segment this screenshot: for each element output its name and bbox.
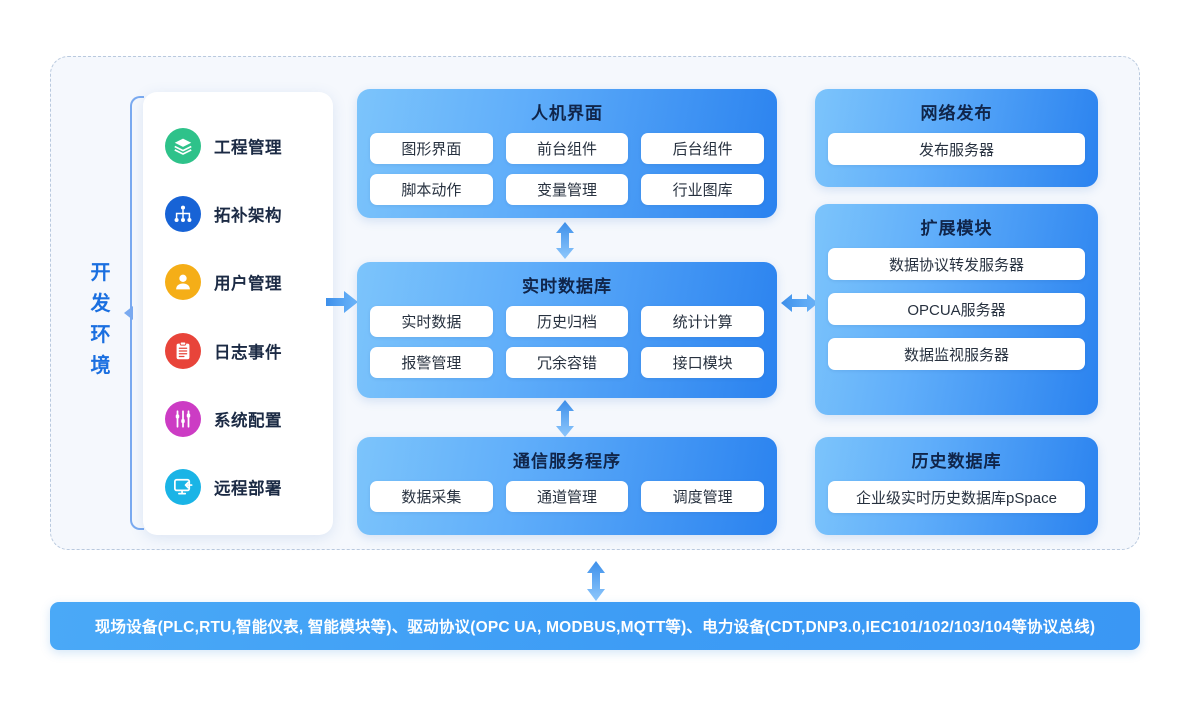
- layers-icon: [165, 128, 201, 165]
- panel-item[interactable]: 实时数据: [370, 306, 493, 337]
- sliders-icon: [165, 400, 201, 437]
- user-icon: [165, 264, 201, 301]
- panel-title: 扩展模块: [920, 219, 993, 238]
- panel-row: 脚本动作 变量管理 行业图库: [370, 174, 765, 205]
- arrow-up-down-icon: [552, 222, 578, 259]
- panel-item[interactable]: 图形界面: [370, 133, 493, 164]
- panel-hmi: 人机界面 图形界面 前台组件 后台组件 脚本动作 变量管理 行业图库: [357, 89, 777, 218]
- arrow-right-icon: [326, 289, 360, 315]
- sidebar-item-topology-architecture[interactable]: 拓补架构: [143, 188, 333, 240]
- panel-item[interactable]: 前台组件: [505, 133, 629, 164]
- sidebar-item-label: 远程部署: [214, 479, 282, 498]
- monitor-arrow-icon: [165, 468, 201, 505]
- panel-communication-service: 通信服务程序 数据采集 通道管理 调度管理: [357, 437, 777, 535]
- panel-item[interactable]: 冗余容错: [505, 347, 629, 378]
- sidebar-item-user-management[interactable]: 用户管理: [143, 256, 333, 308]
- sidebar-item-log-events[interactable]: 日志事件: [143, 325, 333, 377]
- sidebar-item-label: 系统配置: [214, 411, 282, 430]
- panel-row: 报警管理 冗余容错 接口模块: [370, 347, 765, 378]
- panel-title: 网络发布: [920, 104, 993, 123]
- panel-row: 数据监视服务器: [828, 338, 1085, 370]
- panel-item[interactable]: 历史归档: [505, 306, 629, 337]
- panel-row: OPCUA服务器: [828, 293, 1085, 325]
- clipboard-icon: [165, 332, 201, 369]
- panel-item[interactable]: 接口模块: [641, 347, 765, 378]
- panel-title: 历史数据库: [911, 452, 1002, 471]
- arrow-up-down-icon: [583, 561, 609, 601]
- panel-item[interactable]: 通道管理: [505, 481, 629, 512]
- panel-web-publish: 网络发布 发布服务器: [815, 89, 1098, 187]
- panel-item[interactable]: 行业图库: [641, 174, 765, 205]
- arrow-left-right-icon: [781, 290, 818, 316]
- sidebar-item-label: 拓补架构: [214, 207, 282, 226]
- dev-environment-bracket-tip-icon: [124, 306, 133, 320]
- sidebar-item-project-management[interactable]: 工程管理: [143, 120, 333, 172]
- panel-item[interactable]: 后台组件: [641, 133, 765, 164]
- panel-row: 实时数据 历史归档 统计计算: [370, 306, 765, 337]
- panel-item[interactable]: 企业级实时历史数据库pSpace: [828, 481, 1085, 513]
- panel-title: 人机界面: [531, 104, 603, 123]
- panel-realtime-database: 实时数据库 实时数据 历史归档 统计计算 报警管理 冗余容错 接口模块: [357, 262, 777, 398]
- panel-title: 实时数据库: [522, 277, 612, 296]
- panel-row: 发布服务器: [828, 133, 1085, 165]
- panel-row: 数据采集 通道管理 调度管理: [370, 481, 765, 512]
- panel-extension-module: 扩展模块 数据协议转发服务器 OPCUA服务器 数据监视服务器: [815, 204, 1098, 415]
- panel-item[interactable]: 调度管理: [641, 481, 765, 512]
- panel-row: 数据协议转发服务器: [828, 248, 1085, 280]
- panel-item[interactable]: 统计计算: [641, 306, 765, 337]
- panel-item[interactable]: 数据监视服务器: [828, 338, 1085, 370]
- panel-row: 企业级实时历史数据库pSpace: [828, 481, 1085, 513]
- panel-item[interactable]: 发布服务器: [828, 133, 1085, 165]
- sidebar-item-label: 用户管理: [214, 275, 282, 294]
- panel-item[interactable]: 数据采集: [370, 481, 493, 512]
- sidebar-item-system-configuration[interactable]: 系统配置: [143, 393, 333, 445]
- panel-title: 通信服务程序: [513, 452, 621, 471]
- sidebar-item-label: 工程管理: [214, 139, 282, 158]
- field-devices-banner: 现场设备(PLC,RTU,智能仪表, 智能模块等)、驱动协议(OPC UA, M…: [50, 602, 1140, 650]
- arrow-up-down-icon: [552, 400, 578, 437]
- panel-history-database: 历史数据库 企业级实时历史数据库pSpace: [815, 437, 1098, 535]
- panel-item[interactable]: OPCUA服务器: [828, 293, 1085, 325]
- panel-row: 图形界面 前台组件 后台组件: [370, 133, 765, 164]
- panel-item[interactable]: 脚本动作: [370, 174, 493, 205]
- sidebar-item-label: 日志事件: [214, 343, 282, 362]
- sidebar-item-remote-deployment[interactable]: 远程部署: [143, 461, 333, 513]
- panel-item[interactable]: 数据协议转发服务器: [828, 248, 1085, 280]
- sitemap-icon: [165, 196, 201, 233]
- dev-environment-card: 工程管理 拓补架构 用户管理: [143, 92, 333, 535]
- dev-environment-label: 开发环境: [90, 262, 112, 377]
- panel-item[interactable]: 变量管理: [505, 174, 629, 205]
- panel-item[interactable]: 报警管理: [370, 347, 493, 378]
